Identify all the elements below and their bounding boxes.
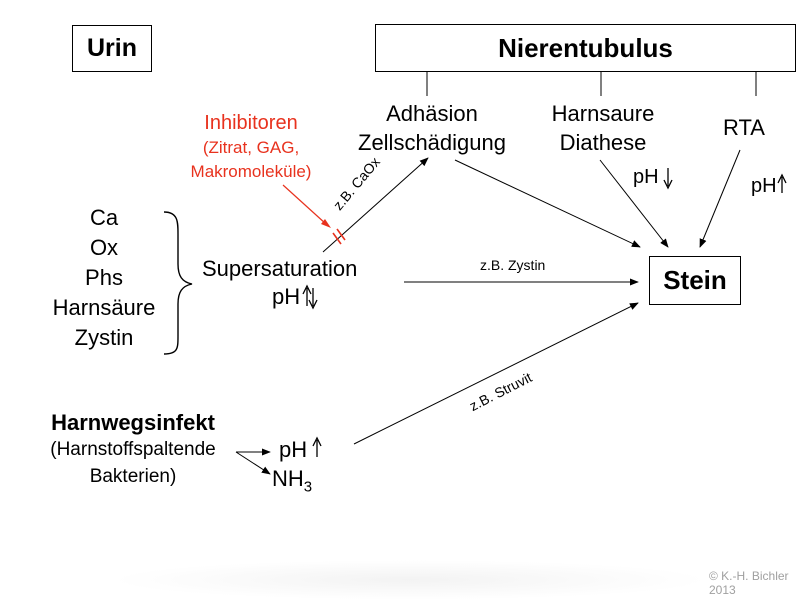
nierentubulus-box: Nierentubulus [375, 24, 796, 72]
inhibitors-line1: (Zitrat, GAG, [202, 138, 300, 157]
stein-label: Stein [663, 265, 727, 295]
infection-nh3: NH3 [272, 466, 312, 495]
infection-line2: Bakterien) [89, 466, 177, 487]
infection-title: Harnwegsinfekt [51, 410, 215, 435]
adhesion-line1: Adhäsion [386, 101, 478, 126]
infection-line1: (Harnstoffspaltende [50, 439, 216, 460]
copyright-line2: 2013 [709, 583, 736, 597]
left-list-item: Ca [89, 205, 119, 230]
nierentubulus-label: Nierentubulus [498, 33, 673, 63]
arrow-infection-nh3 [235, 451, 271, 475]
stein-box: Stein [649, 256, 741, 305]
ph-up-label: pH [751, 175, 777, 197]
arrow-infection-stein [353, 302, 639, 445]
arrow-rta-stein [699, 149, 741, 248]
infection-ph: pH [279, 437, 308, 462]
arrow-adhesion-stein [454, 159, 641, 248]
edge-label-zystin: z.B. Zystin [480, 257, 546, 273]
inhibition-bar-1 [332, 232, 342, 245]
inhibition-bar-2 [336, 228, 346, 241]
ph-down-label: pH [633, 166, 659, 188]
infection-nh-sub: 3 [303, 478, 313, 496]
supersaturation-ph: pH [272, 284, 301, 309]
copyright-line1: © K.-H. Bichler [709, 569, 789, 583]
left-list-item: Ox [89, 235, 119, 260]
ph-down-arrow-icon [663, 168, 673, 190]
supersaturation-label: Supersaturation [202, 256, 358, 281]
arrow-harnsaure-stein [599, 159, 669, 248]
inhibitors-title: Inhibitoren [204, 112, 298, 134]
urin-box: Urin [72, 25, 152, 72]
ph-updown-arrows-icon [302, 284, 318, 310]
rta-node: RTA [706, 114, 782, 142]
background-gradient [110, 560, 710, 600]
rta-label: RTA [723, 115, 765, 140]
left-list-item: Zystin [74, 325, 134, 350]
arrow-supersaturation-adhesion [322, 157, 429, 253]
infection-node: Harnwegsinfekt (Harnstoffspaltende Bakte… [28, 409, 238, 490]
inhibitors-node: Inhibitoren (Zitrat, GAG, Makromoleküle) [168, 111, 334, 184]
urin-label: Urin [87, 34, 137, 62]
adhesion-line2: Zellschädigung [358, 130, 506, 155]
harnsaure-node: Harnsaure Diathese [530, 99, 676, 157]
infection-nh: NH [272, 466, 304, 491]
copyright: © K.-H. Bichler 2013 [709, 569, 789, 597]
left-list-item: Harnsäure [52, 295, 156, 320]
harnsaure-line1: Harnsaure [551, 101, 655, 126]
left-brace [163, 211, 193, 355]
harnsaure-line2: Diathese [559, 130, 647, 155]
left-list-item: Phs [85, 265, 123, 290]
adhesion-node: Adhäsion Zellschädigung [340, 99, 524, 157]
arrow-inhibitors-head [321, 219, 331, 228]
left-list: Ca Ox Phs Harnsäure Zystin [40, 203, 168, 353]
ph-up-arrow-icon [777, 173, 787, 193]
inhibitors-line2: Makromoleküle) [190, 162, 312, 181]
infection-ph-up-arrow-icon [312, 436, 322, 457]
arrow-inhibitors [282, 184, 327, 225]
